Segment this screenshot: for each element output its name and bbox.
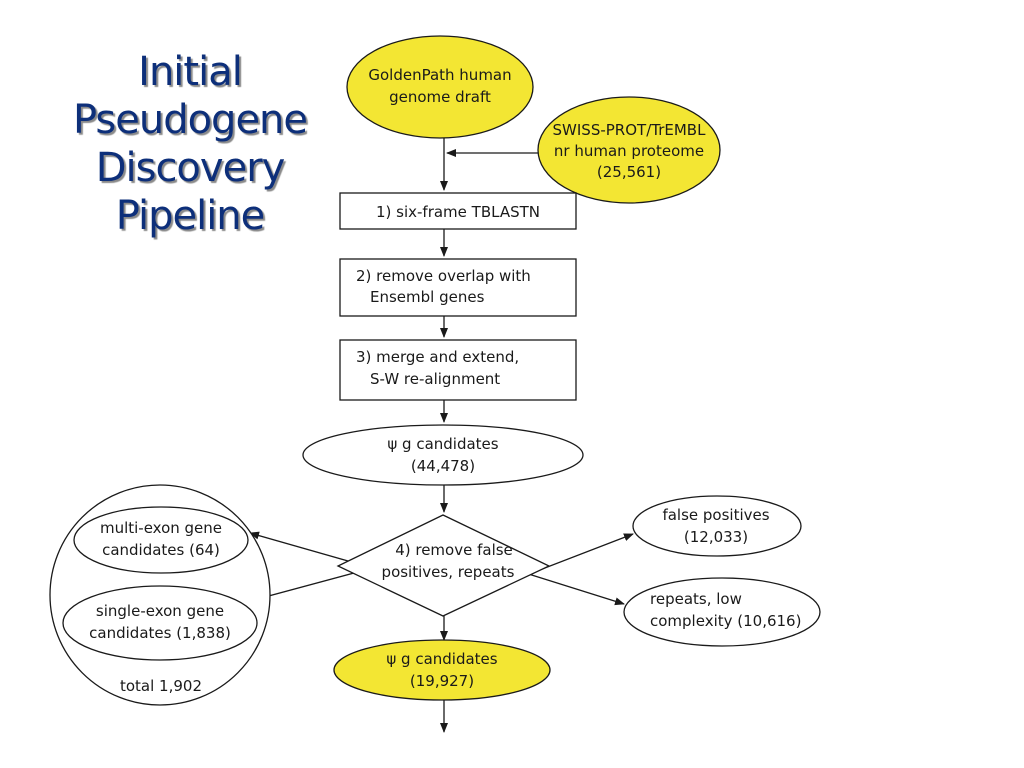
node-repeats: repeats, low complexity (10,616) — [623, 577, 821, 647]
node-multi-exon: multi-exon gene candidates (64) — [73, 506, 249, 574]
candidates2-shape — [333, 639, 551, 701]
repeats-line-2: complexity (10,616) — [650, 612, 801, 630]
node-goldenpath: GoldenPath human genome draft — [346, 35, 534, 139]
step2-line-2: Ensembl genes — [370, 288, 485, 306]
false-positives-line-1: false positives — [662, 506, 769, 524]
false-positives-shape — [632, 495, 802, 557]
multi-exon-line-1: multi-exon gene — [100, 519, 222, 537]
candidates1-line-1: ψ g candidates — [387, 435, 498, 453]
candidates1-line-2: (44,478) — [411, 457, 475, 475]
node-candidates1: ψ g candidates (44,478) — [302, 424, 584, 486]
step3-line-1: 3) merge and extend, — [356, 348, 519, 366]
title-line-2: Pseudogene — [72, 97, 308, 143]
multi-exon-shape — [73, 506, 249, 574]
node-step4: 4) remove false positives, repeats — [336, 514, 551, 617]
title-line-4: Pipeline — [115, 193, 266, 239]
step4-line-2: positives, repeats — [382, 563, 515, 581]
goldenpath-shape — [346, 35, 534, 139]
goldenpath-line-2: genome draft — [389, 88, 491, 106]
page-title: Initial Pseudogene Discovery Pipeline — [40, 48, 340, 240]
candidates1-shape — [302, 424, 584, 486]
swissprot-line-1: SWISS-PROT/TrEMBL — [553, 121, 707, 139]
swissprot-line-2: nr human proteome — [554, 142, 704, 160]
node-step1: 1) six-frame TBLASTN — [339, 192, 577, 230]
candidates2-line-1: ψ g candidates — [386, 650, 497, 668]
false-positives-line-2: (12,033) — [684, 528, 748, 546]
node-single-exon: single-exon gene candidates (1,838) — [62, 585, 258, 661]
node-false-positives: false positives (12,033) — [632, 495, 802, 557]
swissprot-shape — [537, 96, 721, 204]
multi-exon-line-2: candidates (64) — [102, 541, 220, 559]
step3-line-2: S-W re-alignment — [370, 370, 500, 388]
step1-box — [339, 192, 577, 230]
candidates2-line-2: (19,927) — [410, 672, 474, 690]
step4-diamond — [336, 514, 551, 617]
total-label: total 1,902 — [120, 677, 202, 695]
node-step3: 3) merge and extend, S-W re-alignment — [339, 339, 577, 401]
step3-box — [339, 339, 577, 401]
step2-box — [339, 258, 577, 317]
single-exon-line-1: single-exon gene — [96, 602, 224, 620]
step1-label: 1) six-frame TBLASTN — [376, 203, 540, 221]
single-exon-shape — [62, 585, 258, 661]
swissprot-line-3: (25,561) — [597, 163, 661, 181]
step4-line-1: 4) remove false — [395, 541, 513, 559]
node-candidates2: ψ g candidates (19,927) — [333, 639, 551, 701]
title-line-3: Discovery — [95, 145, 286, 191]
node-step2: 2) remove overlap with Ensembl genes — [339, 258, 577, 317]
node-swissprot: SWISS-PROT/TrEMBL nr human proteome (25,… — [537, 96, 721, 204]
repeats-line-1: repeats, low — [650, 590, 742, 608]
repeats-shape — [623, 577, 821, 647]
single-exon-line-2: candidates (1,838) — [89, 624, 231, 642]
step2-line-1: 2) remove overlap with — [356, 267, 531, 285]
title-line-1: Initial — [138, 49, 243, 95]
goldenpath-line-1: GoldenPath human — [368, 66, 511, 84]
